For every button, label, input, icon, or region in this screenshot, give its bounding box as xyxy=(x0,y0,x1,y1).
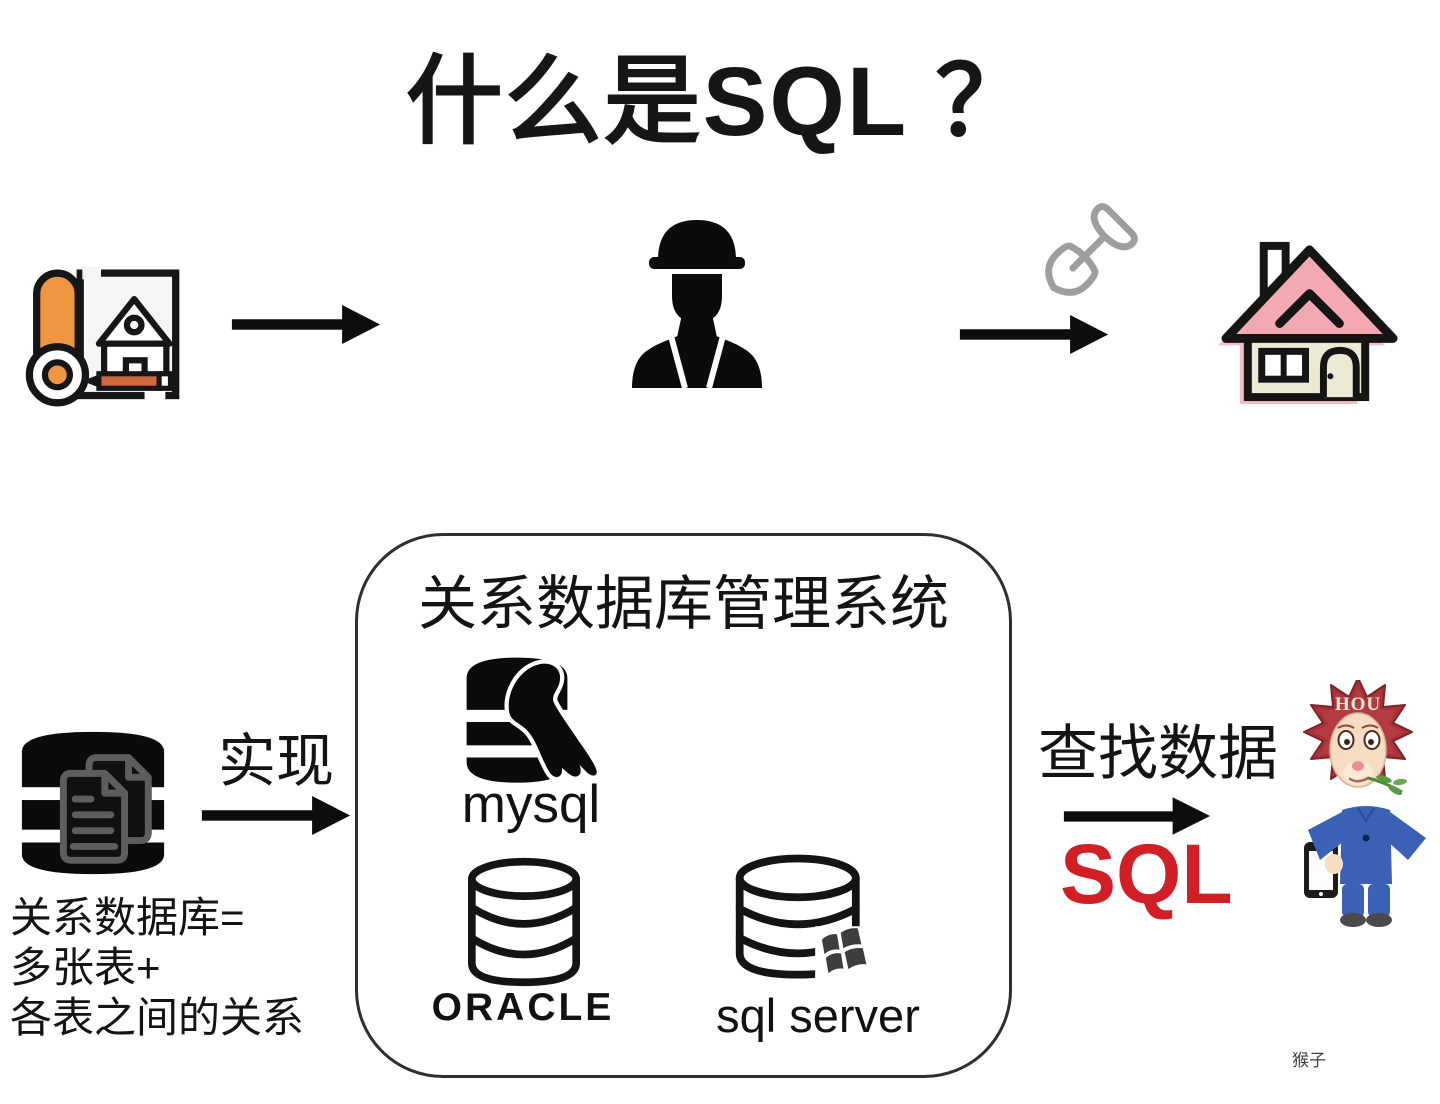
caption-line: 各表之间的关系 xyxy=(10,994,305,1041)
arrow-right-icon xyxy=(959,315,1109,354)
database-tables-icon xyxy=(17,731,169,875)
sqlserver-database-windows-icon xyxy=(735,854,874,981)
page-title: 什么是SQL ？ xyxy=(405,47,1035,156)
query-data-label: 查找数据 xyxy=(1038,720,1278,787)
arrow-right-icon xyxy=(231,305,381,344)
implement-label: 实现 xyxy=(217,729,334,794)
oracle-database-icon xyxy=(468,857,580,987)
caption-line: 关系数据库= xyxy=(10,894,245,941)
arrow-right-icon xyxy=(1063,797,1211,835)
oracle-label: ORACLE xyxy=(431,986,615,1029)
mysql-dolphin-logo xyxy=(462,657,601,783)
mascot-forehead-text: HOU xyxy=(1335,694,1381,715)
construction-worker-icon xyxy=(632,220,762,388)
database-caption: 关系数据库= 多张表+ 各表之间的关系 xyxy=(10,893,370,1043)
caption-line: 多张表+ xyxy=(10,944,161,991)
sql-label: SQL xyxy=(1060,827,1233,921)
arrow-right-icon xyxy=(201,796,351,835)
mysql-label: mysql xyxy=(461,775,601,834)
shovel-icon xyxy=(1045,203,1138,296)
monkey-mascot: HOU xyxy=(1303,680,1426,927)
blueprint-icon xyxy=(25,266,180,407)
rdbms-box: 关系数据库管理系统 mysql ORACLE xyxy=(355,533,1012,1078)
rdbms-box-title: 关系数据库管理系统 xyxy=(417,571,949,637)
house-icon xyxy=(1218,241,1398,405)
sqlserver-label: sql server xyxy=(716,989,920,1042)
watermark: 猴子 xyxy=(1292,1051,1326,1070)
